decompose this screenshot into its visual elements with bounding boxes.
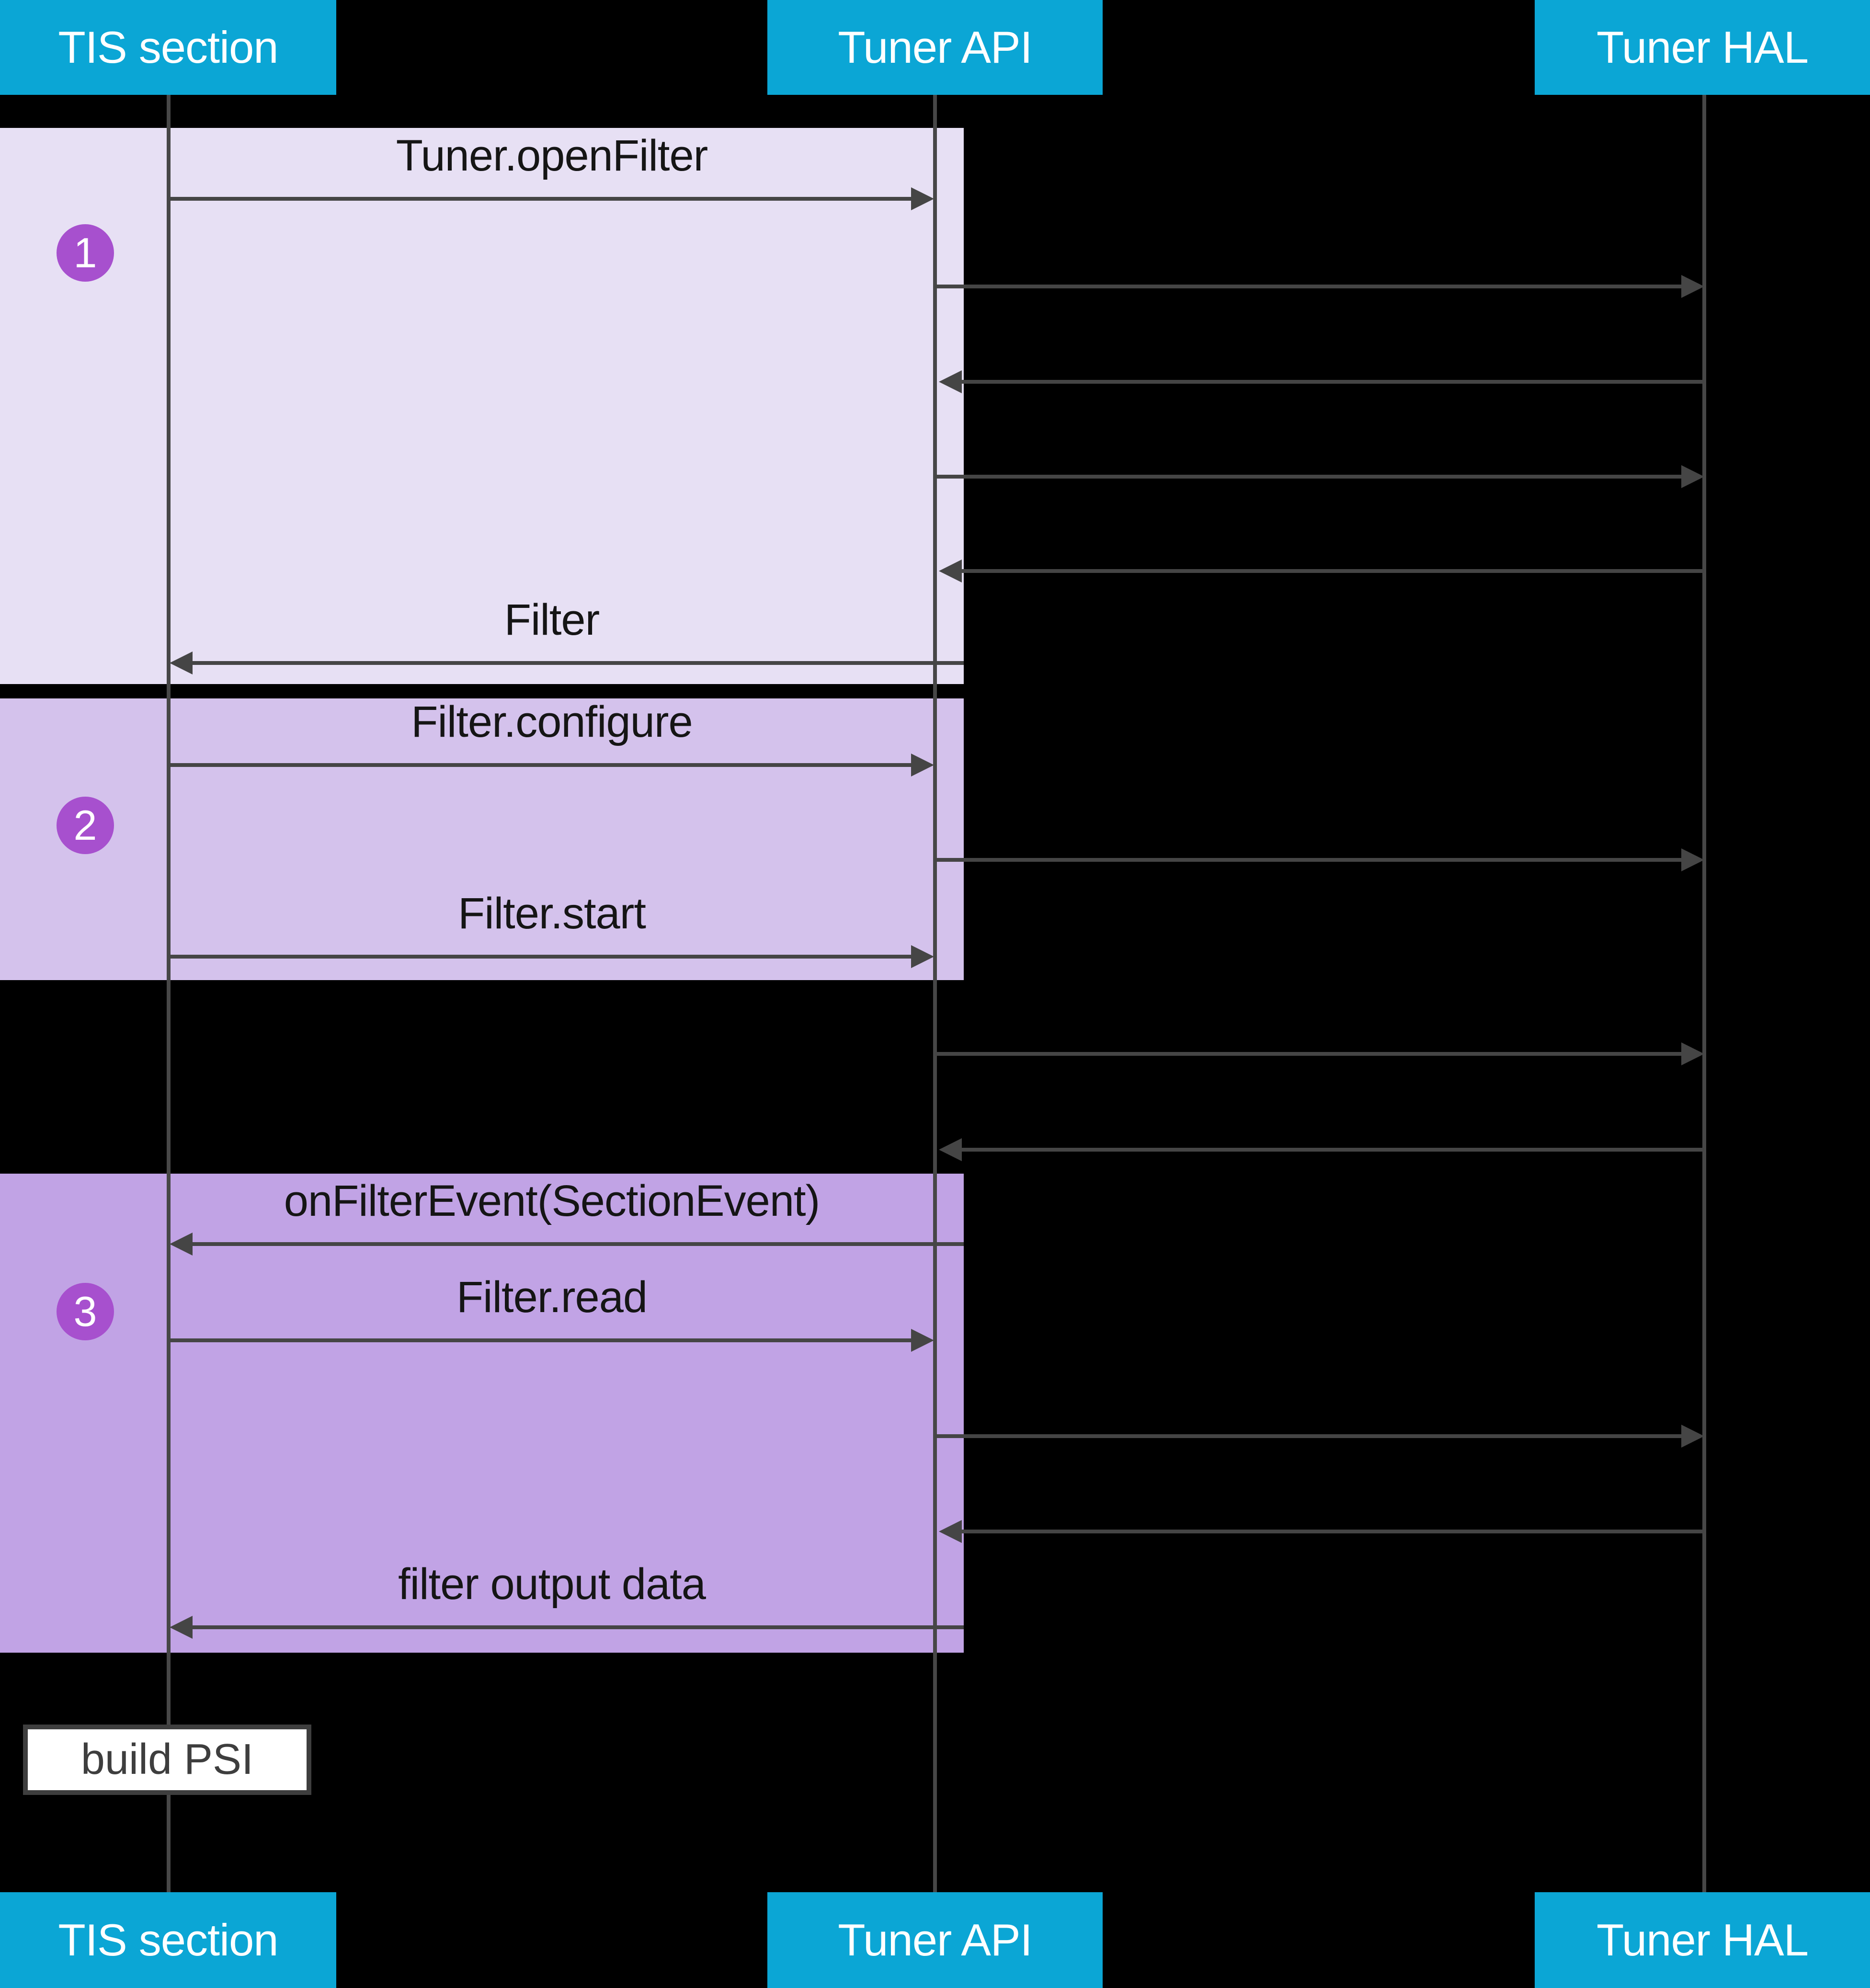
participant-header-top-tis-section: TIS section: [0, 0, 336, 95]
message-arrow-open-filter: [169, 187, 934, 210]
message-arrow-api-to-hal-3: [935, 848, 1704, 871]
message-arrow-hal-to-api-3: [939, 1138, 1704, 1161]
message-arrow-api-to-hal-1: [935, 275, 1704, 298]
message-arrow-api-to-hal-4: [935, 1042, 1704, 1065]
message-arrow-filter-return: [170, 651, 964, 674]
message-arrow-filter-start: [169, 945, 934, 968]
lifeline-tuner-api: [933, 94, 937, 1893]
message-arrow-hal-to-api-2: [939, 560, 1704, 583]
step-1-section-box: [0, 128, 964, 684]
step-3-section-box: [0, 1174, 964, 1653]
participant-header-bottom-tuner-hal: Tuner HAL: [1535, 1892, 1870, 1988]
message-arrow-api-to-hal-2: [935, 465, 1704, 488]
message-arrow-hal-to-api-1: [939, 370, 1704, 393]
lifeline-tis-section: [167, 94, 171, 1893]
note-build-psi: build PSI: [23, 1725, 311, 1795]
participant-header-bottom-tuner-api: Tuner API: [767, 1892, 1103, 1988]
step-badge-2: 2: [57, 797, 114, 854]
message-arrow-on-filter-event: [170, 1233, 964, 1256]
participant-header-bottom-tis-section: TIS section: [0, 1892, 336, 1988]
participant-header-top-tuner-api: Tuner API: [767, 0, 1103, 95]
message-label-filter-start: Filter.start: [458, 889, 646, 938]
participant-header-top-tuner-hal: Tuner HAL: [1535, 0, 1870, 95]
step-2-section-box: [0, 698, 964, 980]
message-label-filter-output: filter output data: [398, 1560, 706, 1609]
message-label-filter-configure: Filter.configure: [411, 697, 693, 746]
message-label-on-filter-event: onFilterEvent(SectionEvent): [284, 1177, 820, 1225]
lifeline-tuner-hal: [1702, 94, 1706, 1893]
step-badge-3: 3: [57, 1283, 114, 1340]
message-arrow-filter-output: [170, 1616, 964, 1639]
message-arrow-filter-configure: [169, 754, 934, 777]
message-label-filter-return: Filter: [504, 595, 600, 644]
step-badge-1: 1: [57, 224, 114, 282]
message-arrow-hal-to-api-4: [939, 1520, 1704, 1543]
message-label-open-filter: Tuner.openFilter: [396, 131, 708, 180]
message-arrow-api-to-hal-5: [935, 1425, 1704, 1448]
message-arrow-filter-read: [169, 1329, 934, 1352]
message-label-filter-read: Filter.read: [456, 1273, 648, 1322]
